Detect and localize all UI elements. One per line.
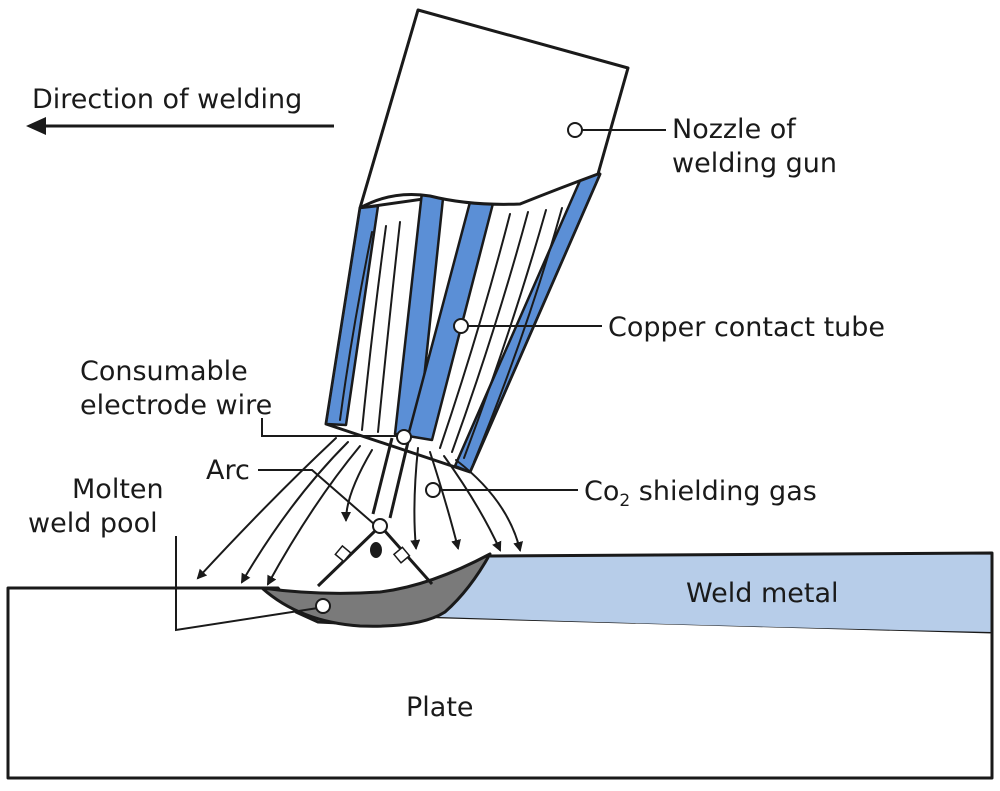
- molten-label-line2: weld pool: [28, 508, 158, 539]
- weld-metal-label: Weld metal: [686, 578, 839, 609]
- leader-molten-pool: [175, 536, 319, 632]
- molten-label-line1: Molten: [72, 474, 164, 505]
- electrode-wire: [371, 437, 410, 519]
- weld-metal-bead: [410, 553, 992, 632]
- leader-arc: [258, 469, 375, 525]
- gas-prefix: Co: [584, 476, 619, 507]
- nozzle-of-welding-gun: [358, 8, 630, 210]
- label-markers: [315, 122, 583, 614]
- electrode-label-line1: Consumable: [80, 356, 248, 387]
- weld-metal-outline: [489, 551, 994, 632]
- arc: [316, 528, 434, 588]
- copper-tube-label: Copper contact tube: [608, 312, 885, 343]
- shielding-gas-flow: [196, 437, 523, 586]
- nozzle-label-line2: welding gun: [672, 148, 837, 179]
- gas-subscript: 2: [619, 491, 630, 511]
- gas-suffix: shielding gas: [630, 476, 817, 507]
- direction-label: Direction of welding: [32, 84, 302, 115]
- leader-lines: [175, 129, 666, 632]
- electrode-label-line2: electrode wire: [80, 390, 272, 421]
- plate-label: Plate: [406, 692, 474, 723]
- nozzle-label-line1: Nozzle of: [672, 114, 797, 145]
- shielding-gas-label: Co2 shielding gas: [584, 476, 817, 511]
- arc-label: Arc: [206, 455, 250, 486]
- arrow-left-icon: [26, 117, 334, 135]
- leader-electrode: [261, 418, 397, 437]
